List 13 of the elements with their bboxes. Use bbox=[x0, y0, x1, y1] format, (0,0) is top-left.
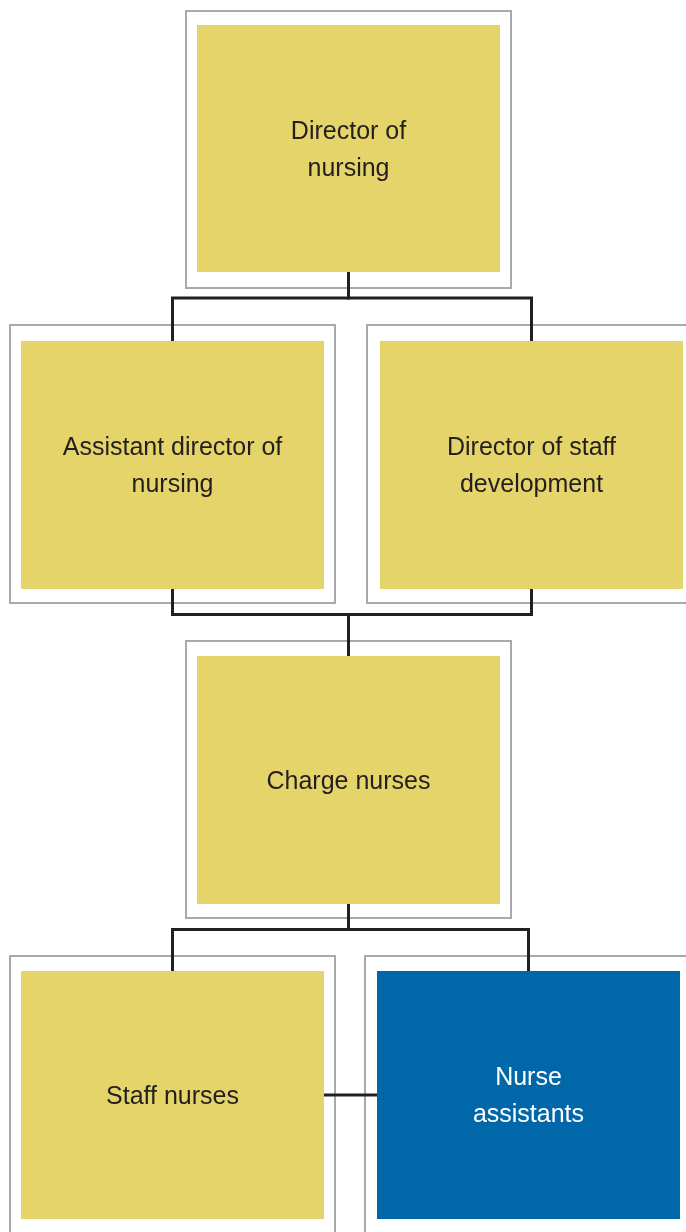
box-label: Charge nurses bbox=[266, 764, 431, 796]
org-box bbox=[380, 341, 683, 589]
org-box bbox=[197, 656, 500, 904]
box-label: Director of staff development bbox=[445, 431, 617, 499]
org-box bbox=[197, 25, 500, 272]
box-label: Assistant director of nursing bbox=[61, 431, 284, 499]
org-box bbox=[21, 341, 324, 589]
org-box bbox=[377, 971, 680, 1219]
box-label: Nurse assistants bbox=[471, 1061, 586, 1129]
org-box bbox=[21, 971, 324, 1219]
box-label: Staff nurses bbox=[106, 1079, 239, 1111]
connector-line bbox=[324, 1093, 377, 1097]
box-label: Director of nursing bbox=[289, 114, 408, 183]
